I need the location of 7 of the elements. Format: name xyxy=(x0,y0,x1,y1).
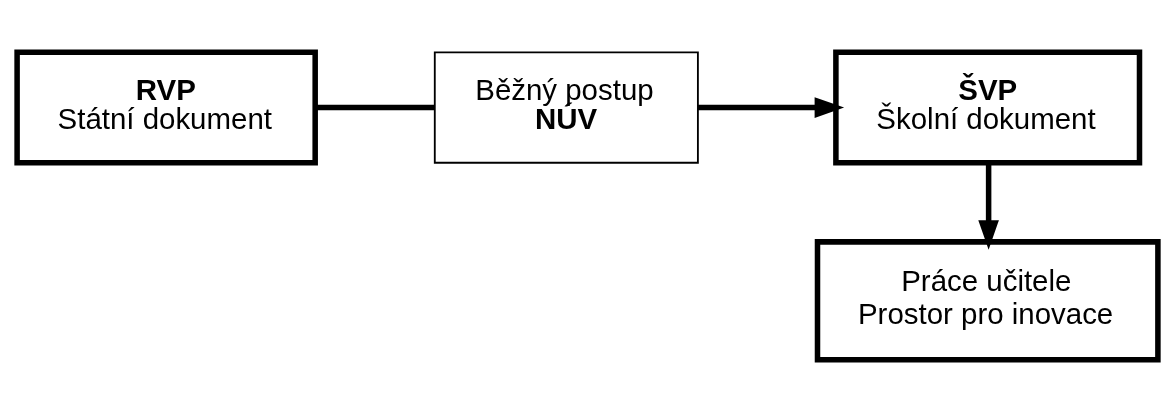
connector xyxy=(315,104,435,111)
node-box: RVP Státní dokument xyxy=(14,49,318,166)
node-box: Práce učitele Prostor pro inovace xyxy=(814,239,1161,363)
node-box: ŠVP Školní dokument xyxy=(833,49,1143,166)
node-box: Běžný postup NÚV xyxy=(433,51,699,164)
arrow xyxy=(697,97,845,118)
arrow xyxy=(978,162,999,250)
